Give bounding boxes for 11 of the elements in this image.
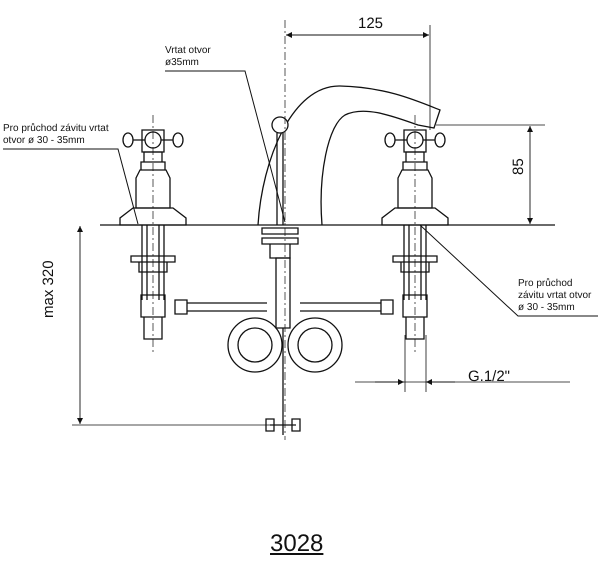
callout-text: Vrtat otvor ø35mm: [165, 45, 245, 69]
leader-line: [420, 224, 598, 316]
dimension-label: 125: [358, 15, 384, 32]
dimension-label: max 320: [40, 260, 57, 318]
leader-line: [2, 148, 138, 224]
dimension-label: 85: [510, 158, 527, 175]
dimension-label: G.1/2": [468, 368, 510, 385]
callout-text: Pro průchod závitu vrtat otvor ø 30 - 35mm: [3, 123, 118, 147]
caption: 3028: [270, 530, 324, 558]
leader-line: [164, 70, 286, 222]
callout-text: Pro průchod závitu vrtat otvor ø 30 - 35mm: [518, 278, 598, 314]
